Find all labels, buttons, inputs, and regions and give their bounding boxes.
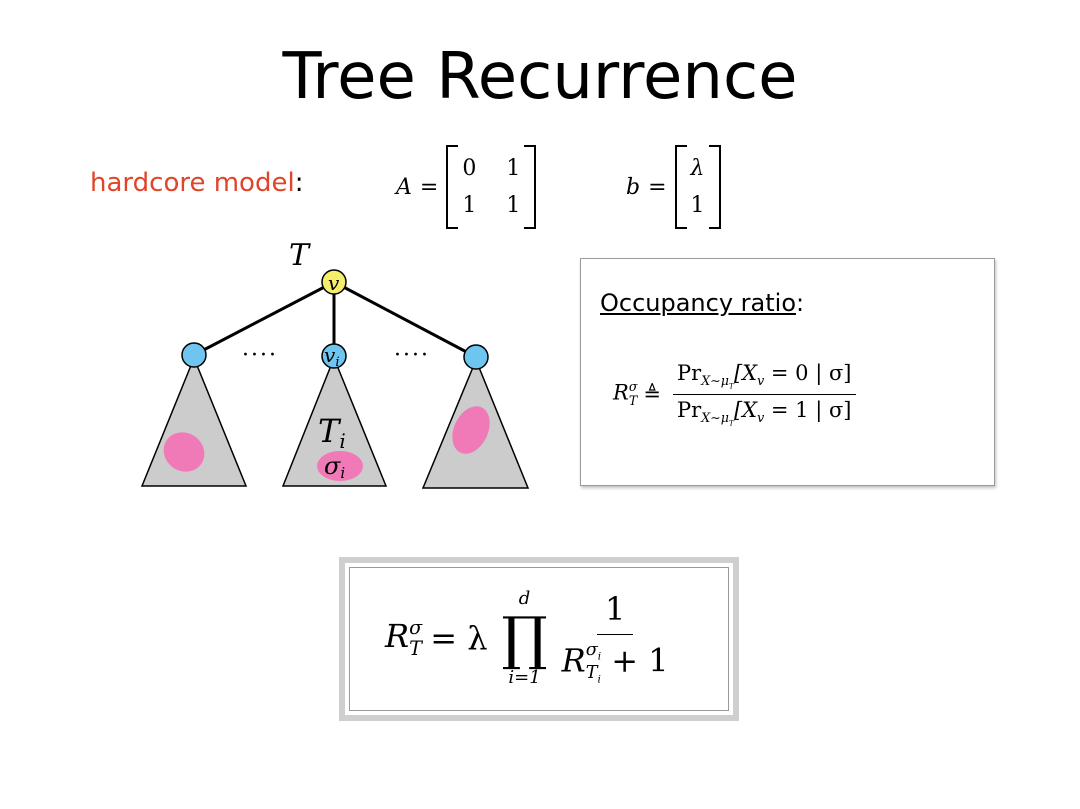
occupancy-denominator: PrX∼μT[Xv = 1 | σ] xyxy=(673,395,855,428)
occupancy-num-pr: Pr xyxy=(677,361,702,385)
matrix-A-cells: 0 1 1 1 xyxy=(458,156,524,218)
dots-right: ···· xyxy=(394,343,430,368)
occupancy-num-sub2: T xyxy=(728,381,734,391)
matrix-A-cell: 1 xyxy=(506,156,521,181)
product-symbol: ∏ xyxy=(501,604,548,672)
occupancy-den-rest: [X xyxy=(733,397,758,422)
matrix-A-right-bracket xyxy=(524,145,537,229)
condition-blob-right xyxy=(452,406,490,454)
vector-b-left-bracket xyxy=(674,145,687,229)
matrix-A-eq: = xyxy=(419,174,439,200)
child-label-v: v xyxy=(324,343,336,367)
condition-blob-left xyxy=(163,432,205,472)
model-colon: : xyxy=(294,168,304,198)
model-label: hardcore model: xyxy=(90,168,303,198)
matrix-A-name: A xyxy=(396,174,412,200)
vector-b-name: b xyxy=(626,174,641,200)
vector-b-right-bracket xyxy=(708,145,721,229)
subtree-label-T: T xyxy=(318,412,342,450)
recurrence-lhs-R: R xyxy=(385,616,410,655)
child-node-left xyxy=(181,342,207,368)
root-node xyxy=(321,269,347,295)
occupancy-defeq: ≜ xyxy=(643,382,662,407)
recurrence-numerator: 1 xyxy=(596,590,634,636)
occupancy-lhs-R: R xyxy=(613,380,629,405)
occupancy-lhs-sub: T xyxy=(628,393,638,409)
child-node-right xyxy=(463,344,489,370)
vector-b-cells: λ 1 xyxy=(687,156,709,218)
slide-title: Tree Recurrence xyxy=(282,40,798,114)
occupancy-numerator: PrX∼μT[Xv = 0 | σ] xyxy=(673,361,856,395)
dots-left: ···· xyxy=(242,343,278,368)
condition-blob-middle xyxy=(317,451,363,481)
vector-b-cell: 1 xyxy=(690,193,705,218)
occupancy-den-v: v xyxy=(757,409,765,425)
subtree-label-sub: i xyxy=(339,429,345,453)
recurrence-den-sup-sub: i xyxy=(597,650,602,663)
root-label: v xyxy=(328,271,340,295)
recurrence-den-sub-sub: i xyxy=(597,673,601,686)
occupancy-heading-colon: : xyxy=(796,289,805,317)
occupancy-den-tail: = 1 | σ] xyxy=(764,397,852,422)
recurrence-den-R: R xyxy=(561,642,586,680)
child-node-middle xyxy=(321,343,347,369)
matrix-A: A = 0 1 1 1 xyxy=(396,145,537,229)
edge-right xyxy=(333,280,477,359)
matrix-A-cell: 0 xyxy=(462,156,477,181)
recurrence-den-sub: T xyxy=(585,662,598,683)
occupancy-fraction: PrX∼μT[Xv = 0 | σ] PrX∼μT[Xv = 1 | σ] xyxy=(673,361,856,428)
condition-label: σi xyxy=(324,452,345,482)
recurrence-inner-frame xyxy=(349,567,729,711)
condition-label-sigma: σ xyxy=(324,452,341,480)
recurrence-lhs-sub: T xyxy=(409,637,422,661)
recurrence-lhs-sup: σ xyxy=(409,616,423,640)
recurrence-den-sup: σ xyxy=(585,640,598,661)
occupancy-num-tail: = 0 | σ] xyxy=(764,361,852,385)
condition-label-sub: i xyxy=(340,464,345,482)
matrix-A-cell: 1 xyxy=(506,193,521,218)
occupancy-num-rest: [X xyxy=(733,361,758,385)
occupancy-den-pr: Pr xyxy=(677,397,702,422)
occupancy-lhs-sup: σ xyxy=(628,379,638,395)
vector-b-eq: = xyxy=(648,174,667,200)
subtree-middle xyxy=(281,355,388,487)
product-operator: d ∏ i=1 xyxy=(501,588,547,688)
model-name: hardcore model xyxy=(90,168,295,198)
occupancy-heading-text: Occupancy ratio xyxy=(600,289,797,317)
matrix-A-left-bracket xyxy=(446,145,459,229)
child-label-sub: i xyxy=(335,355,339,370)
product-upper: d xyxy=(518,588,531,609)
product-lower: i=1 xyxy=(508,667,541,688)
occupancy-den-sub: X∼μ xyxy=(701,409,729,425)
occupancy-den-sub2: T xyxy=(728,418,734,428)
vector-b-cell: λ xyxy=(690,156,705,181)
subtree-label: Ti xyxy=(318,412,346,453)
edge-left xyxy=(193,280,335,357)
child-label: vi xyxy=(324,343,339,370)
occupancy-num-v: v xyxy=(757,373,765,389)
tree-label: T xyxy=(289,238,311,273)
recurrence-den-tail: + 1 xyxy=(601,642,669,680)
occupancy-num-sub: X∼μ xyxy=(701,373,729,389)
vector-b: b = λ 1 xyxy=(626,145,721,229)
recurrence-eq: = λ xyxy=(430,619,488,657)
matrix-A-cell: 1 xyxy=(462,193,477,218)
occupancy-heading: Occupancy ratio: xyxy=(600,289,804,317)
